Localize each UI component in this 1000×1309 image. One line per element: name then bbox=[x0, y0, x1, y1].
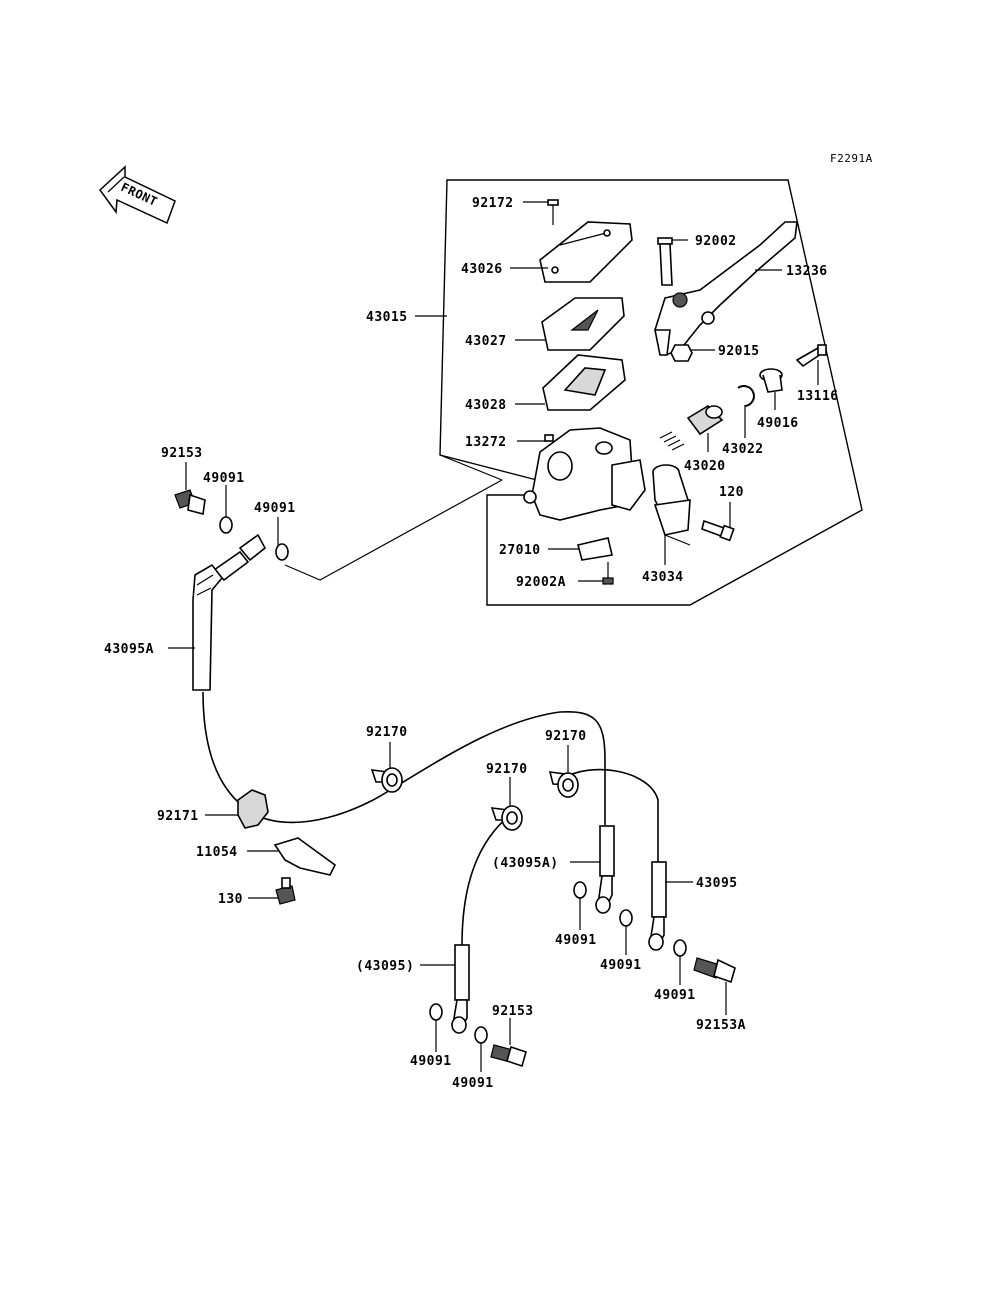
bracket-bolt bbox=[275, 877, 296, 905]
assembly-outline bbox=[439, 179, 863, 606]
master-cylinder-body bbox=[523, 427, 646, 521]
hose-clamp-a bbox=[370, 767, 403, 793]
cap-screw bbox=[547, 199, 559, 225]
hose-clamp-b bbox=[548, 771, 579, 798]
front-arrow-icon: FRONT bbox=[99, 165, 176, 225]
label-43015: 43015 bbox=[366, 310, 408, 325]
dust-boot bbox=[759, 368, 783, 393]
hose-fitting-43095 bbox=[648, 861, 667, 951]
label-120: 120 bbox=[719, 485, 744, 500]
diaphragm bbox=[542, 354, 626, 411]
label-130: 130 bbox=[218, 892, 243, 907]
label-43095: 43095 bbox=[696, 876, 738, 891]
label-43022: 43022 bbox=[722, 442, 764, 457]
label-92170-a: 92170 bbox=[366, 725, 408, 740]
handlebar-clamp bbox=[652, 464, 691, 536]
washer-d bbox=[619, 909, 633, 927]
hose-line-lower bbox=[461, 814, 511, 946]
label-92170-b: 92170 bbox=[545, 729, 587, 744]
label-92153-top: 92153 bbox=[161, 446, 203, 461]
label-13272: 13272 bbox=[465, 435, 507, 450]
washer-c bbox=[573, 881, 587, 899]
washer-f bbox=[429, 1003, 443, 1021]
label-43026: 43026 bbox=[461, 262, 503, 277]
label-11054: 11054 bbox=[196, 845, 238, 860]
label-13236: 13236 bbox=[786, 264, 828, 279]
washer-g bbox=[474, 1026, 488, 1044]
label-43027: 43027 bbox=[465, 334, 507, 349]
label-92153-bottom: 92153 bbox=[492, 1004, 534, 1019]
piston-kit bbox=[659, 404, 724, 451]
label-92153A: 92153A bbox=[696, 1018, 746, 1033]
label-13116: 13116 bbox=[797, 389, 839, 404]
hose-bracket bbox=[273, 837, 337, 876]
label-92170-c: 92170 bbox=[486, 762, 528, 777]
label-49091-a: 49091 bbox=[203, 471, 245, 486]
banjo-bolt-top bbox=[174, 489, 206, 516]
label-49091-f: 49091 bbox=[410, 1054, 452, 1069]
label-92171: 92171 bbox=[157, 809, 199, 824]
pivot-nut bbox=[670, 344, 693, 362]
diagram-code: F2291A bbox=[830, 152, 873, 165]
washer-a bbox=[219, 516, 233, 534]
diaphragm-plate bbox=[541, 297, 625, 351]
leader-lines bbox=[168, 201, 819, 1072]
label-49091-b: 49091 bbox=[254, 501, 296, 516]
circlip bbox=[737, 385, 755, 407]
label-43095A: 43095A bbox=[104, 642, 154, 657]
label-43095A-paren: (43095A) bbox=[492, 856, 559, 871]
pivot-bolt bbox=[657, 237, 673, 286]
label-49091-d: 49091 bbox=[600, 958, 642, 973]
hose-clamp-c bbox=[490, 805, 523, 831]
label-92172: 92172 bbox=[472, 196, 514, 211]
label-43020: 43020 bbox=[684, 459, 726, 474]
label-92015: 92015 bbox=[718, 344, 760, 359]
hose-joint bbox=[237, 789, 269, 829]
clamp-bolt bbox=[701, 519, 735, 542]
label-43034: 43034 bbox=[642, 570, 684, 585]
brake-lever bbox=[654, 221, 798, 356]
hose-fitting-43095A bbox=[595, 825, 615, 914]
washer-e bbox=[673, 939, 687, 957]
upper-hose bbox=[192, 533, 267, 691]
bracket-screw bbox=[602, 562, 614, 585]
label-43028: 43028 bbox=[465, 398, 507, 413]
reservoir-cap bbox=[539, 221, 633, 283]
banjo-bolt-92153A bbox=[693, 957, 736, 984]
switch-bracket bbox=[577, 537, 613, 561]
label-49091-e: 49091 bbox=[654, 988, 696, 1003]
label-27010: 27010 bbox=[499, 543, 541, 558]
label-49091-c: 49091 bbox=[555, 933, 597, 948]
label-43095-paren: (43095) bbox=[356, 959, 414, 974]
banjo-bolt-bottom bbox=[490, 1044, 527, 1068]
washer-b bbox=[275, 543, 289, 561]
bleeder-cap bbox=[544, 434, 554, 442]
label-92002: 92002 bbox=[695, 234, 737, 249]
label-49016: 49016 bbox=[757, 416, 799, 431]
label-49091-g: 49091 bbox=[452, 1076, 494, 1091]
label-92002A: 92002A bbox=[516, 575, 566, 590]
hose-fitting-43095-paren bbox=[451, 944, 470, 1034]
brake-switch bbox=[795, 344, 827, 368]
